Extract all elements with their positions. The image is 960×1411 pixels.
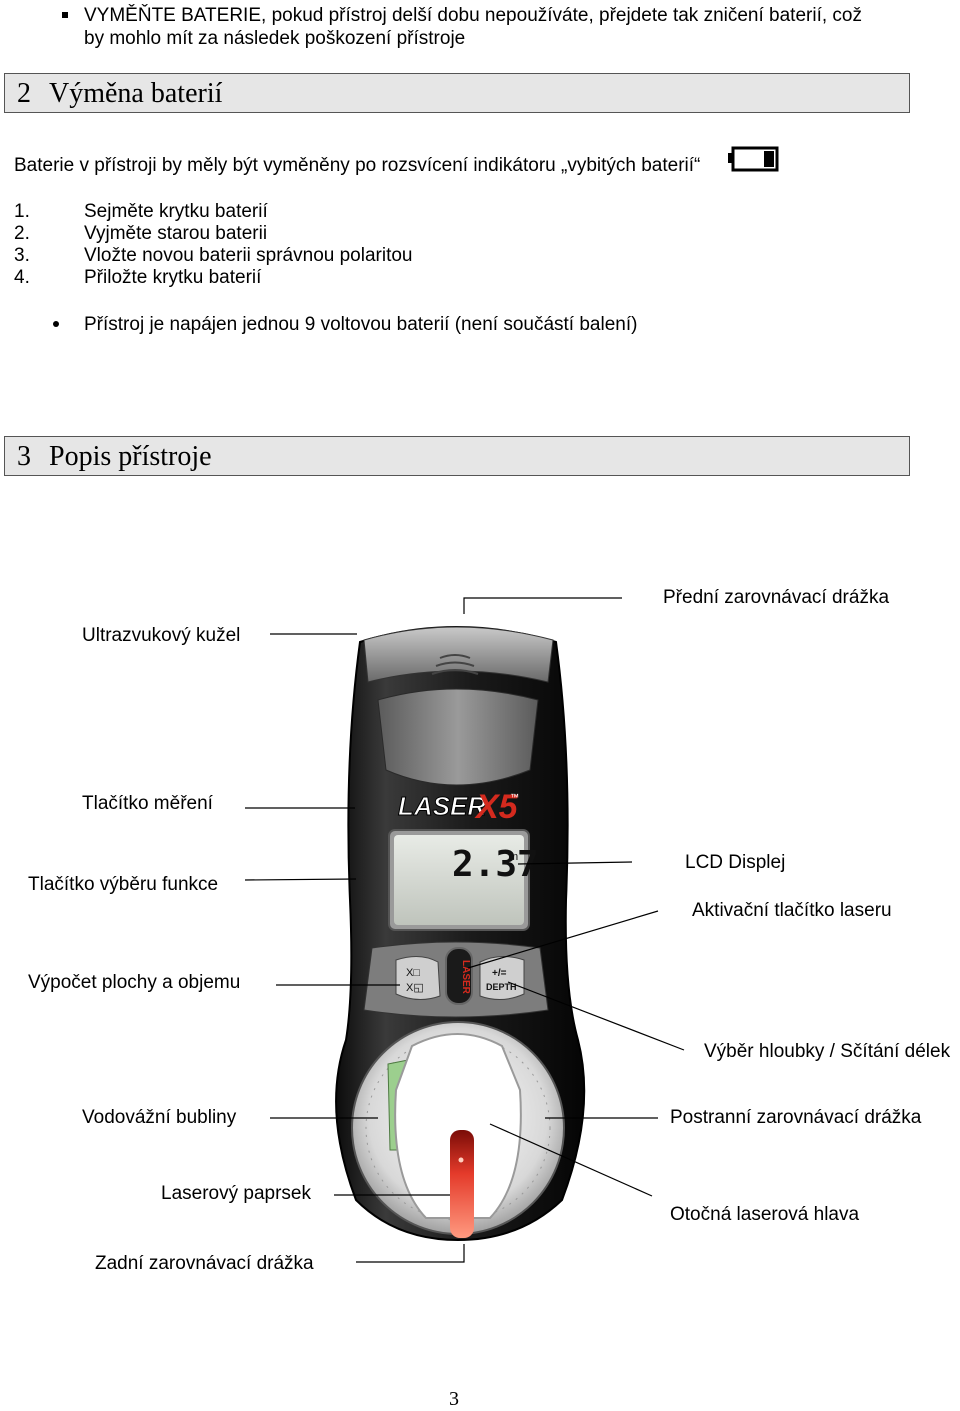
trademark-symbol: ™: [510, 792, 519, 802]
function-button[interactable]: X□ X◱: [395, 956, 441, 1000]
leader-rotating-head: [489, 1123, 653, 1197]
depth-button-label: DEPTH: [486, 982, 517, 992]
label-area-volume: Výpočet plochy a objemu: [28, 972, 241, 993]
label-measure-button: Tlačítko měření: [82, 793, 213, 814]
leader-laser-button: [467, 910, 659, 969]
device-brand-logo: LASER: [398, 791, 486, 821]
leader-lcd-display: [517, 861, 633, 865]
label-laser-beam: Laserový paprsek: [161, 1183, 311, 1204]
label-front-groove: Přední zarovnávací drážka: [663, 587, 890, 608]
laser-button[interactable]: LASER: [445, 947, 473, 1005]
label-function-button: Tlačítko výběru funkce: [28, 874, 219, 895]
add-button-label: +/=: [492, 968, 507, 979]
section-2-heading: 2 Výměna baterií: [4, 73, 910, 113]
lcd-display: [394, 835, 524, 925]
label-rear-groove: Zadní zarovnávací drážka: [95, 1253, 314, 1274]
device-model-logo: X5: [474, 788, 519, 826]
page-number: 3: [449, 1388, 459, 1410]
battery-note: Přístroj je napájen jednou 9 voltovou ba…: [84, 314, 638, 335]
volume-button-label: X◱: [406, 982, 424, 994]
section-2-number: 2: [17, 78, 31, 109]
leader-lines: [244, 597, 685, 1263]
laser-head-housing: [394, 1033, 522, 1219]
label-bubbles: Vodovážní bubliny: [82, 1107, 237, 1128]
warning-line-2: by mohlo mít za následek poškození příst…: [84, 28, 466, 49]
depth-button[interactable]: +/= DEPTH: [479, 956, 525, 1000]
upper-face-panel: [377, 688, 539, 786]
section-3-number: 3: [17, 441, 31, 472]
step-2-text: Vyjměte starou baterii: [84, 223, 268, 244]
warning-line-1: VYMĚŇTE BATERIE, pokud přístroj delší do…: [84, 5, 862, 26]
label-side-groove: Postranní zarovnávací drážka: [670, 1107, 922, 1128]
label-rotating-head: Otočná laserová hlava: [670, 1204, 860, 1225]
leader-front-groove: [463, 597, 622, 614]
speaker-grille-icon: [431, 654, 479, 675]
label-ultrasonic-cone: Ultrazvukový kužel: [82, 625, 241, 646]
leader-function-button: [244, 878, 357, 881]
step-2-number: 2.: [14, 223, 30, 244]
step-4-number: 4.: [14, 267, 30, 288]
round-bullet-icon: [53, 321, 59, 327]
battery-intro: Baterie v přístroji by měly být vyměněny…: [14, 155, 701, 176]
lcd-reading: 2.37: [452, 844, 539, 885]
leader-depth-add: [507, 981, 685, 1051]
step-1-number: 1.: [14, 201, 30, 222]
section-2-title: Výměna baterií: [49, 78, 223, 109]
laser-beam: [450, 1130, 474, 1238]
section-3-title: Popis přístroje: [49, 441, 212, 472]
laser-dot-icon: [458, 1157, 464, 1163]
label-lcd-display: LCD Displej: [685, 852, 786, 873]
label-depth-add: Výběr hloubky / Sčítání délek: [704, 1041, 951, 1062]
label-laser-button: Aktivační tlačítko laseru: [692, 900, 892, 921]
laser-button-label: LASER: [460, 960, 471, 995]
area-button-label: X□: [406, 967, 420, 979]
step-4-text: Přiložte krytku baterií: [84, 267, 262, 288]
leader-rear-groove: [356, 1244, 465, 1263]
step-3-number: 3.: [14, 245, 30, 266]
lcd-unit: m: [509, 851, 518, 863]
step-3-text: Vložte novou baterii správnou polaritou: [84, 245, 413, 266]
square-bullet-icon: [62, 12, 68, 18]
step-1-text: Sejměte krytku baterií: [84, 201, 268, 222]
section-3-heading: 3 Popis přístroje: [4, 436, 910, 476]
